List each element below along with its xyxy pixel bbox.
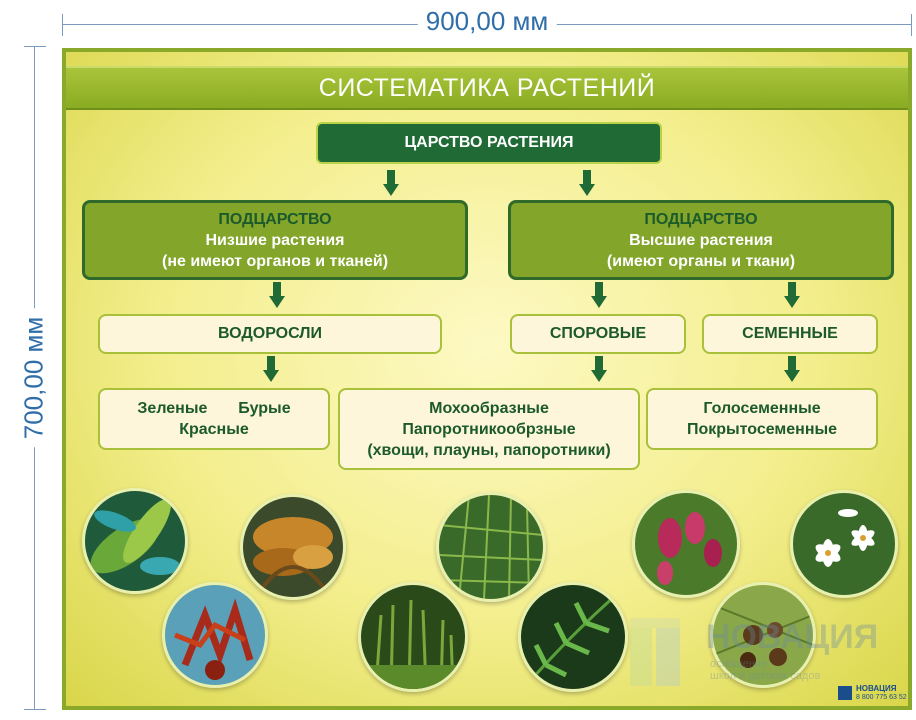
spore-mosses: Мохообразные bbox=[429, 399, 549, 417]
algae-green: Зеленые bbox=[137, 400, 208, 417]
brand-name: НОВАЦИЯ bbox=[856, 684, 897, 693]
subkingdom-heading: ПОДЦАРСТВО bbox=[644, 210, 758, 228]
seed-gymnosperms: Голосеменные bbox=[703, 400, 821, 417]
category-spore: СПОРОВЫЕ bbox=[510, 314, 686, 354]
watermark-tagline: оснащение школ и детских садов bbox=[710, 658, 820, 682]
subkingdom-lower-box: ПОДЦАРСТВО Низшие растения (не имеют орг… bbox=[82, 200, 468, 280]
category-label: СПОРОВЫЕ bbox=[549, 325, 647, 342]
photo-fern bbox=[518, 582, 628, 692]
arrow-down-icon bbox=[269, 282, 285, 310]
brand-mark-icon bbox=[838, 686, 852, 700]
photo-red-algae bbox=[162, 582, 268, 688]
photo-pine-cones bbox=[710, 582, 816, 688]
watermark-tagline-2: школ и детских садов bbox=[710, 670, 821, 682]
subkingdom-note: (не имеют органов и тканей) bbox=[161, 252, 389, 270]
poster: СИСТЕМАТИКА РАСТЕНИЙ ЦАРСТВО РАСТЕНИЯ ПО… bbox=[62, 48, 912, 710]
title-bar: СИСТЕМАТИКА РАСТЕНИЙ bbox=[66, 66, 908, 110]
arrow-down-icon bbox=[784, 282, 800, 310]
photo-horsetail bbox=[436, 492, 546, 602]
brand-phone: 8 800 775 63 52 bbox=[856, 694, 907, 701]
poster-title: СИСТЕМАТИКА РАСТЕНИЙ bbox=[318, 73, 656, 102]
watermark-name: НОВАЦИЯ bbox=[706, 618, 879, 656]
subkingdom-heading: ПОДЦАРСТВО bbox=[218, 210, 332, 228]
arrow-down-icon bbox=[591, 356, 607, 384]
subkingdom-name: Низшие растения bbox=[205, 231, 345, 249]
kingdom-box: ЦАРСТВО РАСТЕНИЯ bbox=[316, 122, 662, 164]
arrow-down-icon bbox=[591, 282, 607, 310]
arrow-down-icon bbox=[579, 170, 595, 198]
group-seed: Голосеменные Покрытосеменные bbox=[646, 388, 878, 450]
photo-lily bbox=[790, 490, 898, 598]
group-spore: Мохообразные Папоротникообрзные (хвощи, … bbox=[338, 388, 640, 470]
brand-logo: НОВАЦИЯ 8 800 775 63 52 bbox=[838, 684, 908, 708]
arrow-down-icon bbox=[263, 356, 279, 384]
watermark-tagline-1: оснащение bbox=[710, 658, 768, 670]
arrow-down-icon bbox=[383, 170, 399, 198]
photo-brown-algae bbox=[240, 494, 346, 600]
photo-moss bbox=[358, 582, 468, 692]
category-seed: СЕМЕННЫЕ bbox=[702, 314, 878, 354]
category-label: СЕМЕННЫЕ bbox=[742, 325, 838, 342]
subkingdom-name: Высшие растения bbox=[629, 231, 773, 249]
width-label: 900,00 мм bbox=[417, 6, 557, 37]
algae-brown: Бурые bbox=[238, 400, 291, 417]
category-label: ВОДОРОСЛИ bbox=[217, 325, 323, 342]
subkingdom-higher-box: ПОДЦАРСТВО Высшие растения (имеют органы… bbox=[508, 200, 894, 280]
photo-green-algae bbox=[82, 488, 188, 594]
photo-larch-cones bbox=[632, 490, 740, 598]
arrow-down-icon bbox=[784, 356, 800, 384]
width-dimension: 900,00 мм bbox=[62, 6, 912, 37]
height-dimension: 700,00 мм bbox=[14, 46, 54, 710]
group-algae: Зеленые Бурые Красные bbox=[98, 388, 330, 450]
subkingdom-note: (имеют органы и ткани) bbox=[606, 252, 796, 270]
algae-red: Красные bbox=[179, 421, 249, 438]
algae-line-1: Зеленые Бурые bbox=[137, 398, 290, 419]
category-algae: ВОДОРОСЛИ bbox=[98, 314, 442, 354]
watermark-mark-icon bbox=[630, 618, 680, 686]
seed-angiosperms: Покрытосеменные bbox=[686, 421, 838, 438]
watermark-logo: НОВАЦИЯ оснащение школ и детских садов bbox=[626, 614, 916, 690]
kingdom-label: ЦАРСТВО РАСТЕНИЯ bbox=[404, 134, 574, 151]
spore-examples: (хвощи, плауны, папоротники) bbox=[367, 441, 611, 459]
spore-ferns: Папоротникообрзные bbox=[402, 420, 576, 438]
height-label: 700,00 мм bbox=[18, 308, 50, 448]
